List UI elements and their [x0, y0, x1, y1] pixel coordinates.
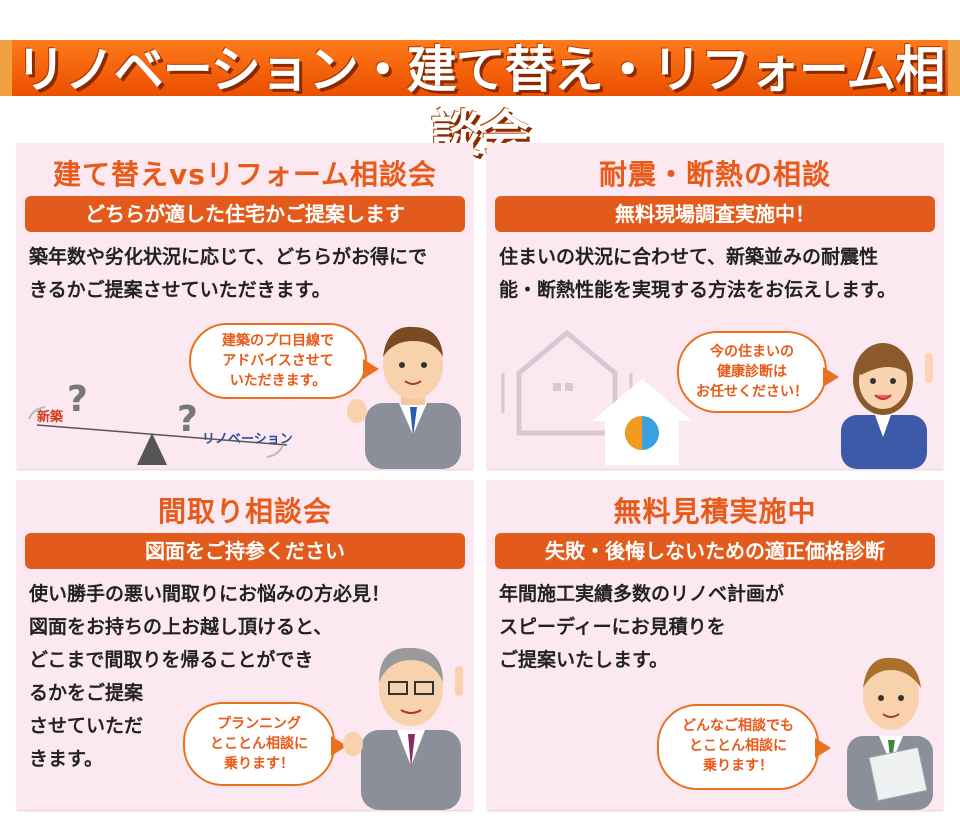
body-line: 年間施工実績多数のリノベ計画が	[499, 583, 785, 605]
panel-heading: 間取り相談会	[157, 495, 332, 528]
body-line: スピーディーにお見積りを	[499, 616, 726, 638]
bubble-line: どんなご相談でも	[682, 718, 794, 734]
bubble-line: いただきます。	[229, 373, 327, 389]
body-line: るかをご提案	[29, 682, 144, 704]
body-line: 使い勝手の悪い間取りにお悩みの方必見！	[29, 583, 391, 605]
speech-bubble: どんなご相談でも とことん相談に 乗ります！	[657, 704, 819, 790]
house-thermal-icon	[592, 379, 692, 465]
panel-body: 年間施工実績多数のリノベ計画が スピーディーにお見積りを ご提案いたします。	[499, 578, 929, 677]
bubble-tail	[363, 359, 379, 379]
senior-man-illustration	[343, 647, 463, 810]
panel-subheading-bar: 無料現場調査実施中！	[495, 196, 935, 232]
body-line: ご提案いたします。	[499, 649, 669, 671]
panel-body: 住まいの状況に合わせて、新築並みの耐震性 能・断熱性能を実現する方法をお伝えしま…	[499, 241, 929, 307]
bubble-line: とことん相談に	[210, 736, 308, 752]
bubble-line: 乗ります！	[703, 758, 773, 774]
panel-rebuild-vs-reform: 建て替えvsリフォーム相談会 どちらが適した住宅かご提案します 築年数や劣化状況…	[17, 143, 473, 469]
body-line: どこまで間取りを帰ることができ	[29, 649, 314, 671]
panel-heading: 耐震・断熱の相談	[598, 158, 831, 191]
body-line: きます。	[29, 748, 104, 770]
panel-body: 築年数や劣化状況に応じて、どちらがお得にで きるかご提案させていただきます。	[29, 241, 459, 307]
bubble-line: アドバイスさせて	[222, 353, 334, 369]
bubble-line: 健康診断は	[717, 364, 787, 380]
seesaw-icon: ? ? 新築 リノベーション	[28, 379, 293, 465]
bubble-line: お任せください！	[696, 384, 808, 400]
bubble-tail	[331, 736, 347, 756]
title-banner	[12, 40, 948, 96]
woman-consultant-illustration	[841, 343, 933, 469]
young-man-illustration	[847, 657, 933, 810]
panel-subheading-bar: どちらが適した住宅かご提案します	[25, 196, 465, 232]
body-line: 図面をお持ちの上お越し頂けると、	[29, 616, 333, 638]
page-title: リノベーション・建て替え・リフォーム相談会	[15, 41, 946, 163]
body-line: させていただ	[29, 715, 144, 737]
bubble-tail	[815, 738, 831, 758]
panel-subheading-bar: 失敗・後悔しないための適正価格診断	[495, 533, 935, 569]
question-icon: ?	[177, 399, 198, 440]
bubble-line: プランニング	[217, 716, 301, 732]
scale-left-label: 新築	[37, 409, 64, 425]
man-consultant-illustration	[347, 326, 461, 469]
body-line: 築年数や劣化状況に応じて、どちらがお得にで	[29, 246, 428, 268]
panel-free-estimate: 無料見積実施中 失敗・後悔しないための適正価格診断 年間施工実績多数のリノベ計画…	[487, 480, 943, 810]
question-icon: ?	[67, 379, 88, 420]
bubble-line: 乗ります！	[224, 756, 294, 772]
panel-body: 使い勝手の悪い間取りにお悩みの方必見！ 図面をお持ちの上お越し頂けると、 どこま…	[29, 578, 459, 776]
panel-heading: 建て替えvsリフォーム相談会	[52, 158, 438, 191]
panel-subheading-bar: 図面をご持参ください	[25, 533, 465, 569]
body-line: 能・断熱性能を実現する方法をお伝えします。	[499, 279, 897, 301]
speech-bubble: 今の住まいの 健康診断は お任せください！	[677, 331, 827, 413]
body-line: 住まいの状況に合わせて、新築並みの耐震性	[499, 246, 879, 268]
panel-heading: 無料見積実施中	[613, 495, 817, 528]
bubble-line: 今の住まいの	[710, 344, 794, 360]
speech-bubble: プランニング とことん相談に 乗ります！	[183, 702, 335, 786]
panel-seismic-insulation: 耐震・断熱の相談 無料現場調査実施中！ 住まいの状況に合わせて、新築並みの耐震性…	[487, 143, 943, 469]
speech-bubble: 建築のプロ目線で アドバイスさせて いただきます。	[189, 323, 367, 399]
bubble-tail	[823, 367, 839, 387]
panel-floorplan: 間取り相談会 図面をご持参ください 使い勝手の悪い間取りにお悩みの方必見！ 図面…	[17, 480, 473, 810]
body-line: きるかご提案させていただきます。	[29, 279, 331, 301]
bubble-line: とことん相談に	[689, 738, 787, 754]
bubble-line: 建築のプロ目線で	[222, 333, 334, 349]
